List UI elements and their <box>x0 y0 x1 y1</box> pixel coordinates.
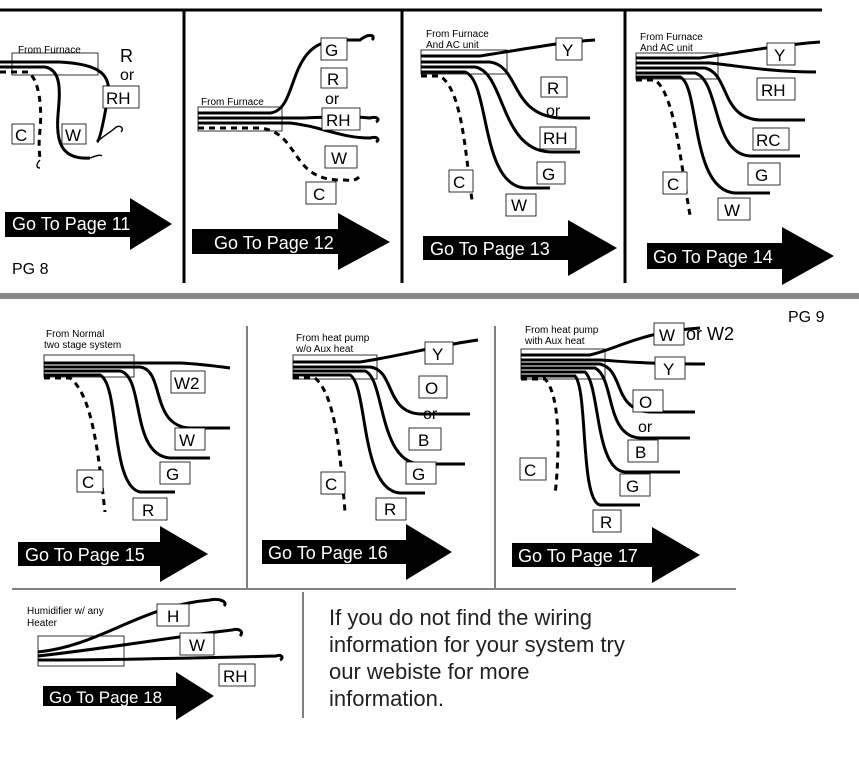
wire-source-label-2: w/o Aux heat <box>295 344 353 355</box>
terminal-label-c: C <box>325 475 337 494</box>
page-number-9: PG 9 <box>788 309 825 326</box>
go-to-page-12-label: Go To Page 12 <box>214 233 334 253</box>
terminal-label-y: Y <box>432 345 443 364</box>
terminal-label-or: or <box>423 406 438 423</box>
go-to-page-18-label: Go To Page 18 <box>49 688 162 707</box>
terminal-label-w: W <box>331 149 347 168</box>
terminal-label-w: W <box>659 326 675 345</box>
terminal-label-b: B <box>418 431 429 450</box>
terminal-label-c: C <box>524 461 536 480</box>
terminal-label-g: G <box>542 165 555 184</box>
terminal-label-or: or <box>325 91 340 108</box>
terminal-label-y: Y <box>774 46 785 65</box>
terminal-label-rc: RC <box>756 131 781 150</box>
frame-lines <box>0 8 859 718</box>
terminal-label-c: C <box>313 185 325 204</box>
terminal-label-w: W <box>724 201 740 220</box>
terminal-label-w: W <box>179 431 195 450</box>
terminal-label-c: C <box>453 173 465 192</box>
terminal-label-h: H <box>167 607 179 626</box>
terminal-label-w: W <box>65 126 81 145</box>
wire-source-label: From Furnace <box>640 32 703 43</box>
wire-bundle-box <box>635 52 719 80</box>
terminal-label-y: Y <box>562 41 573 60</box>
wire-source-label: From heat pump <box>525 325 599 336</box>
wire-source-label: Humidifier w/ any <box>27 606 104 617</box>
wire-source-label: From Furnace <box>426 29 489 40</box>
wire-source-label-2: Heater <box>27 618 58 629</box>
terminal-label-o: O <box>639 393 652 412</box>
terminal-label-b: B <box>635 443 646 462</box>
terminal-label-rh: RH <box>223 667 248 686</box>
go-to-page-13-arrow[interactable]: Go To Page 13 <box>423 220 617 276</box>
wire-source-label: From Furnace <box>201 97 264 108</box>
terminal-label-y: Y <box>663 360 674 379</box>
panel-page-14: From Furnace And AC unit Y RH RC G C W G… <box>635 32 834 285</box>
terminal-label-r: R <box>547 79 559 98</box>
terminal-label-or: or <box>120 67 135 84</box>
wire-source-label-2: And AC unit <box>426 40 479 51</box>
panel-page-15: From Normal two stage system W2 W G C R … <box>18 329 231 582</box>
terminal-label-g: G <box>166 465 179 484</box>
go-to-page-13-label: Go To Page 13 <box>430 239 550 259</box>
wire-source-label: From Normal <box>46 329 104 340</box>
page-number-8: PG 8 <box>12 261 49 278</box>
terminal-label-c: C <box>15 126 27 145</box>
info-line: information. <box>329 686 444 711</box>
panel-page-18: Humidifier w/ any Heater H W RH Go To Pa… <box>27 598 284 720</box>
terminal-label-r: R <box>327 70 339 89</box>
terminal-label-rh: RH <box>326 111 351 130</box>
terminal-label-or: or <box>638 419 653 436</box>
terminal-label-w: W <box>511 196 527 215</box>
panel-page-16: From heat pump w/o Aux heat Y O or B G C… <box>262 333 479 580</box>
info-paragraph: If you do not find the wiring informatio… <box>329 604 709 712</box>
go-to-page-18-arrow[interactable]: Go To Page 18 <box>43 672 214 720</box>
terminal-label-r: R <box>142 501 154 520</box>
go-to-page-17-label: Go To Page 17 <box>518 546 638 566</box>
terminal-label-o: O <box>425 379 438 398</box>
terminal-label-g: G <box>325 41 338 60</box>
terminal-label-g: G <box>412 465 425 484</box>
panel-page-11: From Furnace R or RH C W Go To Page 11 <box>0 45 172 250</box>
info-line: information for your system try <box>329 632 625 657</box>
terminal-label-r: R <box>120 46 133 66</box>
terminal-label-g: G <box>626 477 639 496</box>
terminal-label-c: C <box>82 473 94 492</box>
wire-source-label-2: And AC unit <box>640 43 693 54</box>
terminal-label-rh: RH <box>543 129 568 148</box>
panel-page-17: From heat pump with Aux heat W or W2 Y O… <box>512 322 734 583</box>
terminal-label-r: R <box>600 513 612 532</box>
go-to-page-14-label: Go To Page 14 <box>653 247 773 267</box>
terminal-label-or: or <box>546 103 561 120</box>
terminal-label-w: W <box>189 636 205 655</box>
info-line: our webiste for more <box>329 659 530 684</box>
wire-source-label-2: with Aux heat <box>524 336 585 347</box>
go-to-page-12-arrow[interactable]: Go To Page 12 <box>192 213 390 270</box>
go-to-page-17-arrow[interactable]: Go To Page 17 <box>512 527 700 583</box>
info-line: If you do not find the wiring <box>329 605 592 630</box>
go-to-page-16-label: Go To Page 16 <box>268 543 388 563</box>
wire-source-label: From heat pump <box>296 333 370 344</box>
go-to-page-11-label: Go To Page 11 <box>12 214 130 234</box>
terminal-label-c: C <box>667 175 679 194</box>
wire-source-label-2: two stage system <box>44 340 121 351</box>
go-to-page-14-arrow[interactable]: Go To Page 14 <box>647 227 834 285</box>
terminal-label-or-w2: or W2 <box>686 324 734 344</box>
terminal-label-rh: RH <box>106 89 131 108</box>
terminal-label-g: G <box>755 166 768 185</box>
go-to-page-11-arrow[interactable]: Go To Page 11 <box>5 198 172 250</box>
terminal-label-r: R <box>384 500 396 519</box>
terminal-label-rh: RH <box>761 81 786 100</box>
go-to-page-15-label: Go To Page 15 <box>25 545 145 565</box>
panel-page-12: From Furnace G R or RH W C Go To Page 12 <box>192 33 390 270</box>
wire-source-label: From Furnace <box>18 45 81 56</box>
go-to-page-15-arrow[interactable]: Go To Page 15 <box>18 526 208 582</box>
go-to-page-16-arrow[interactable]: Go To Page 16 <box>262 524 452 580</box>
panel-page-13: From Furnace And AC unit Y R or RH G C W… <box>420 29 617 276</box>
terminal-label-w2: W2 <box>174 374 200 393</box>
